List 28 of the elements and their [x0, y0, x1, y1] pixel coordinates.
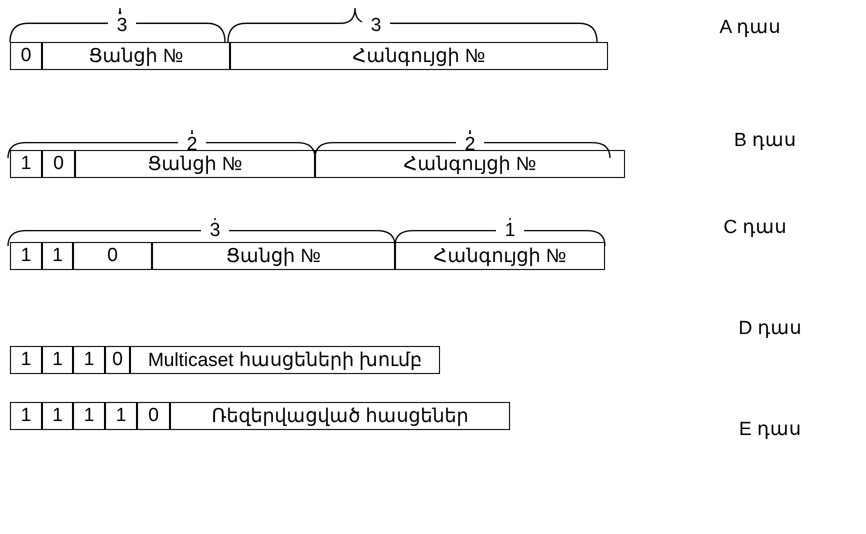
address-field-cell: 1	[42, 346, 73, 374]
address-field-cell: Ցանցի №	[152, 242, 395, 270]
address-field-cell: 0	[105, 346, 130, 374]
address-field-cell: Ռեզերվացված հասցեներ	[170, 402, 510, 430]
address-field-cell: 1	[42, 242, 73, 270]
address-field-cell: 1	[73, 402, 105, 430]
address-field-cell: 1	[10, 150, 42, 178]
address-field-cell: 1	[10, 346, 42, 374]
address-field-cell: 0	[73, 242, 152, 270]
address-field-cell: Հանգույցի №	[395, 242, 605, 270]
address-field-cell: Ցանցի №	[42, 42, 230, 70]
address-field-cell: Հանգույցի №	[230, 42, 608, 70]
address-field-cell: 1	[42, 402, 73, 430]
address-field-cell: 0	[42, 150, 75, 178]
address-field-cell: 1	[73, 346, 105, 374]
class-label: C դաս	[722, 216, 788, 240]
address-field-cell: Ցանցի №	[75, 150, 315, 178]
class-label: A դաս	[718, 16, 782, 40]
class-label: D դաս	[738, 317, 802, 341]
class-label: B դաս	[733, 129, 797, 153]
class-label: E դաս	[738, 418, 802, 442]
address-field-cell: 1	[105, 402, 137, 430]
address-field-cell: 1	[10, 402, 42, 430]
address-field-cell: 0	[10, 42, 42, 70]
address-field-cell: Հանգույցի №	[315, 150, 625, 178]
address-field-cell: 0	[137, 402, 170, 430]
address-field-cell: 1	[10, 242, 42, 270]
address-field-cell: Multicaset հասցեների խումբ	[130, 346, 440, 374]
